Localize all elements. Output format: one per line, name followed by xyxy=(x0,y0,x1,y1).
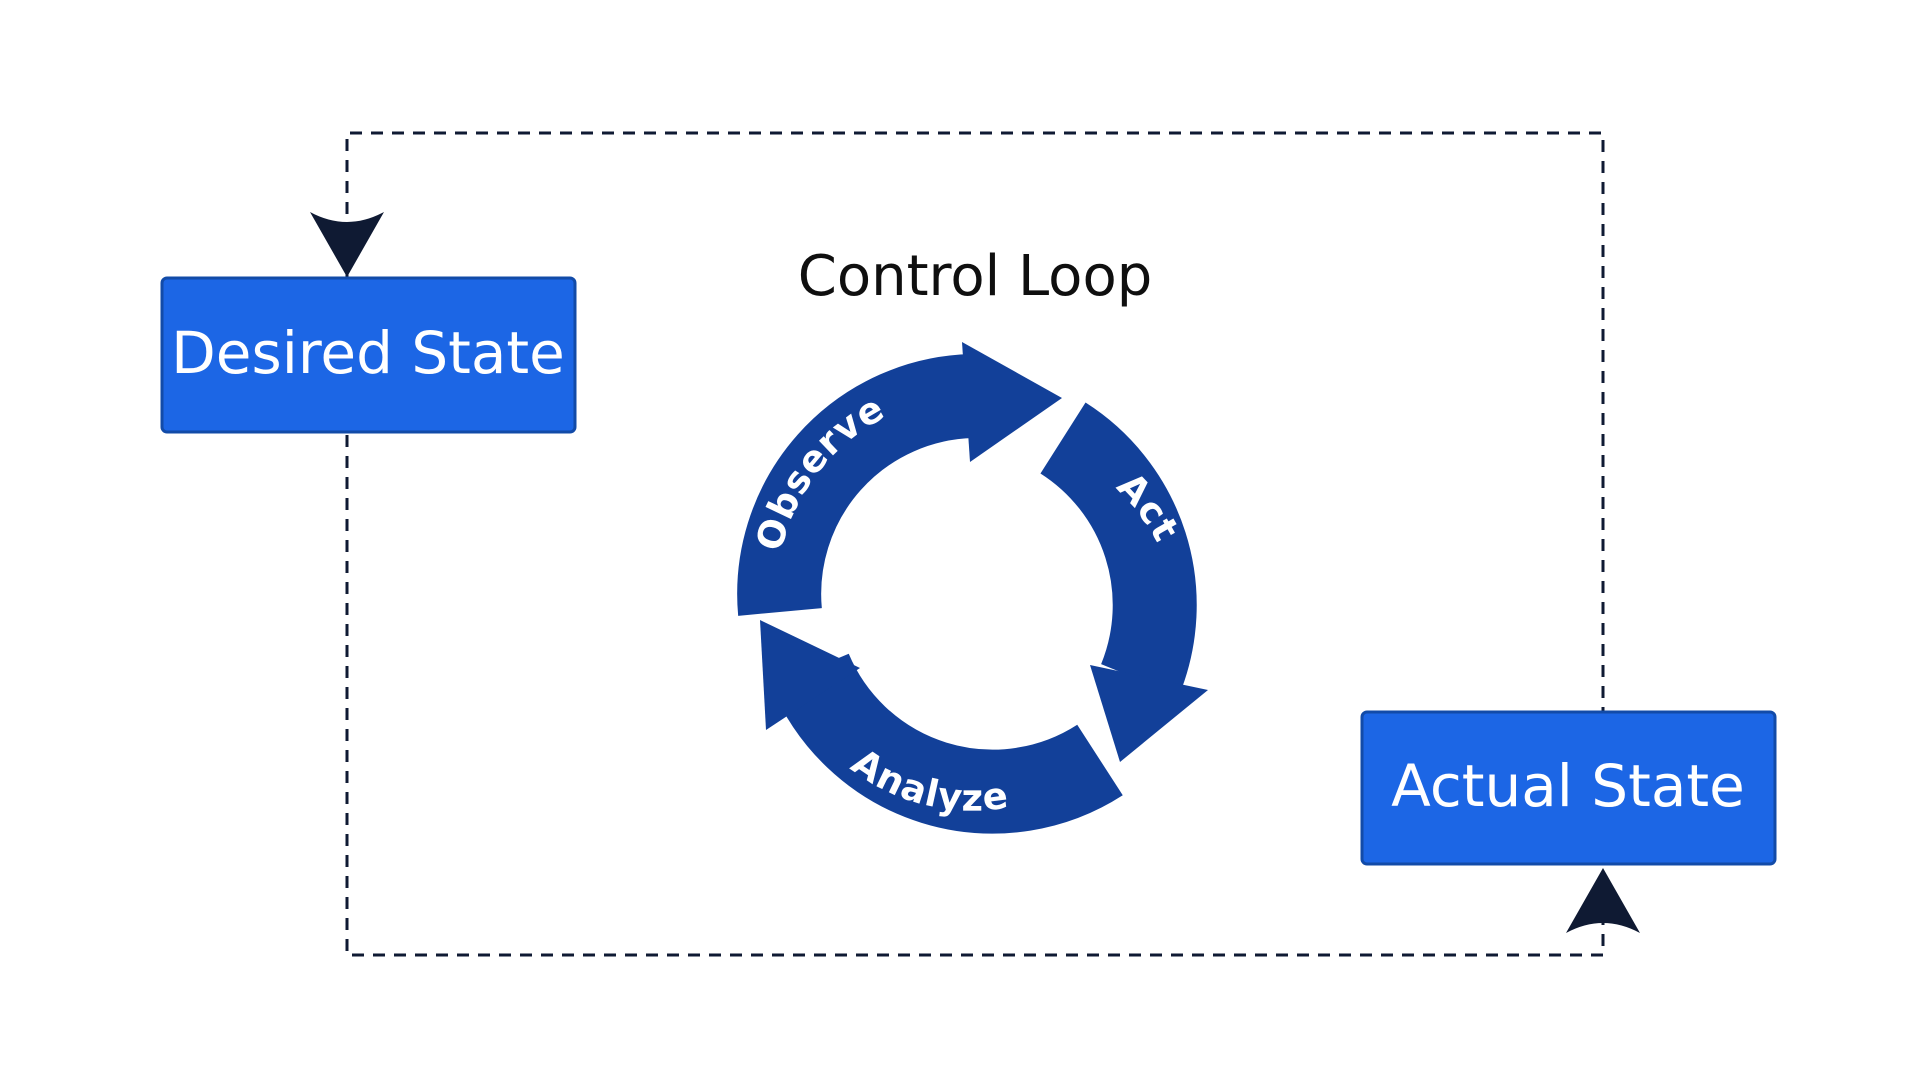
cycle-graphic: Observe Act Analyze xyxy=(737,342,1208,834)
observe-arrowhead xyxy=(962,342,1062,462)
analyze-arrowhead xyxy=(760,620,860,730)
act-arrowhead xyxy=(1090,665,1208,762)
desired-state-box: Desired State xyxy=(160,276,577,434)
analyze-arrow xyxy=(771,652,1123,834)
diagram-title: Control Loop xyxy=(798,244,1153,309)
desired-state-label: Desired State xyxy=(171,319,565,387)
arrow-up-icon xyxy=(1566,868,1640,933)
arrow-down-icon xyxy=(310,212,384,277)
actual-state-label: Actual State xyxy=(1391,752,1745,820)
dashed-feedback-loop xyxy=(345,131,1605,957)
actual-state-box: Actual State xyxy=(1360,710,1777,866)
observe-arrow xyxy=(737,354,975,616)
act-arrow xyxy=(1039,402,1197,696)
